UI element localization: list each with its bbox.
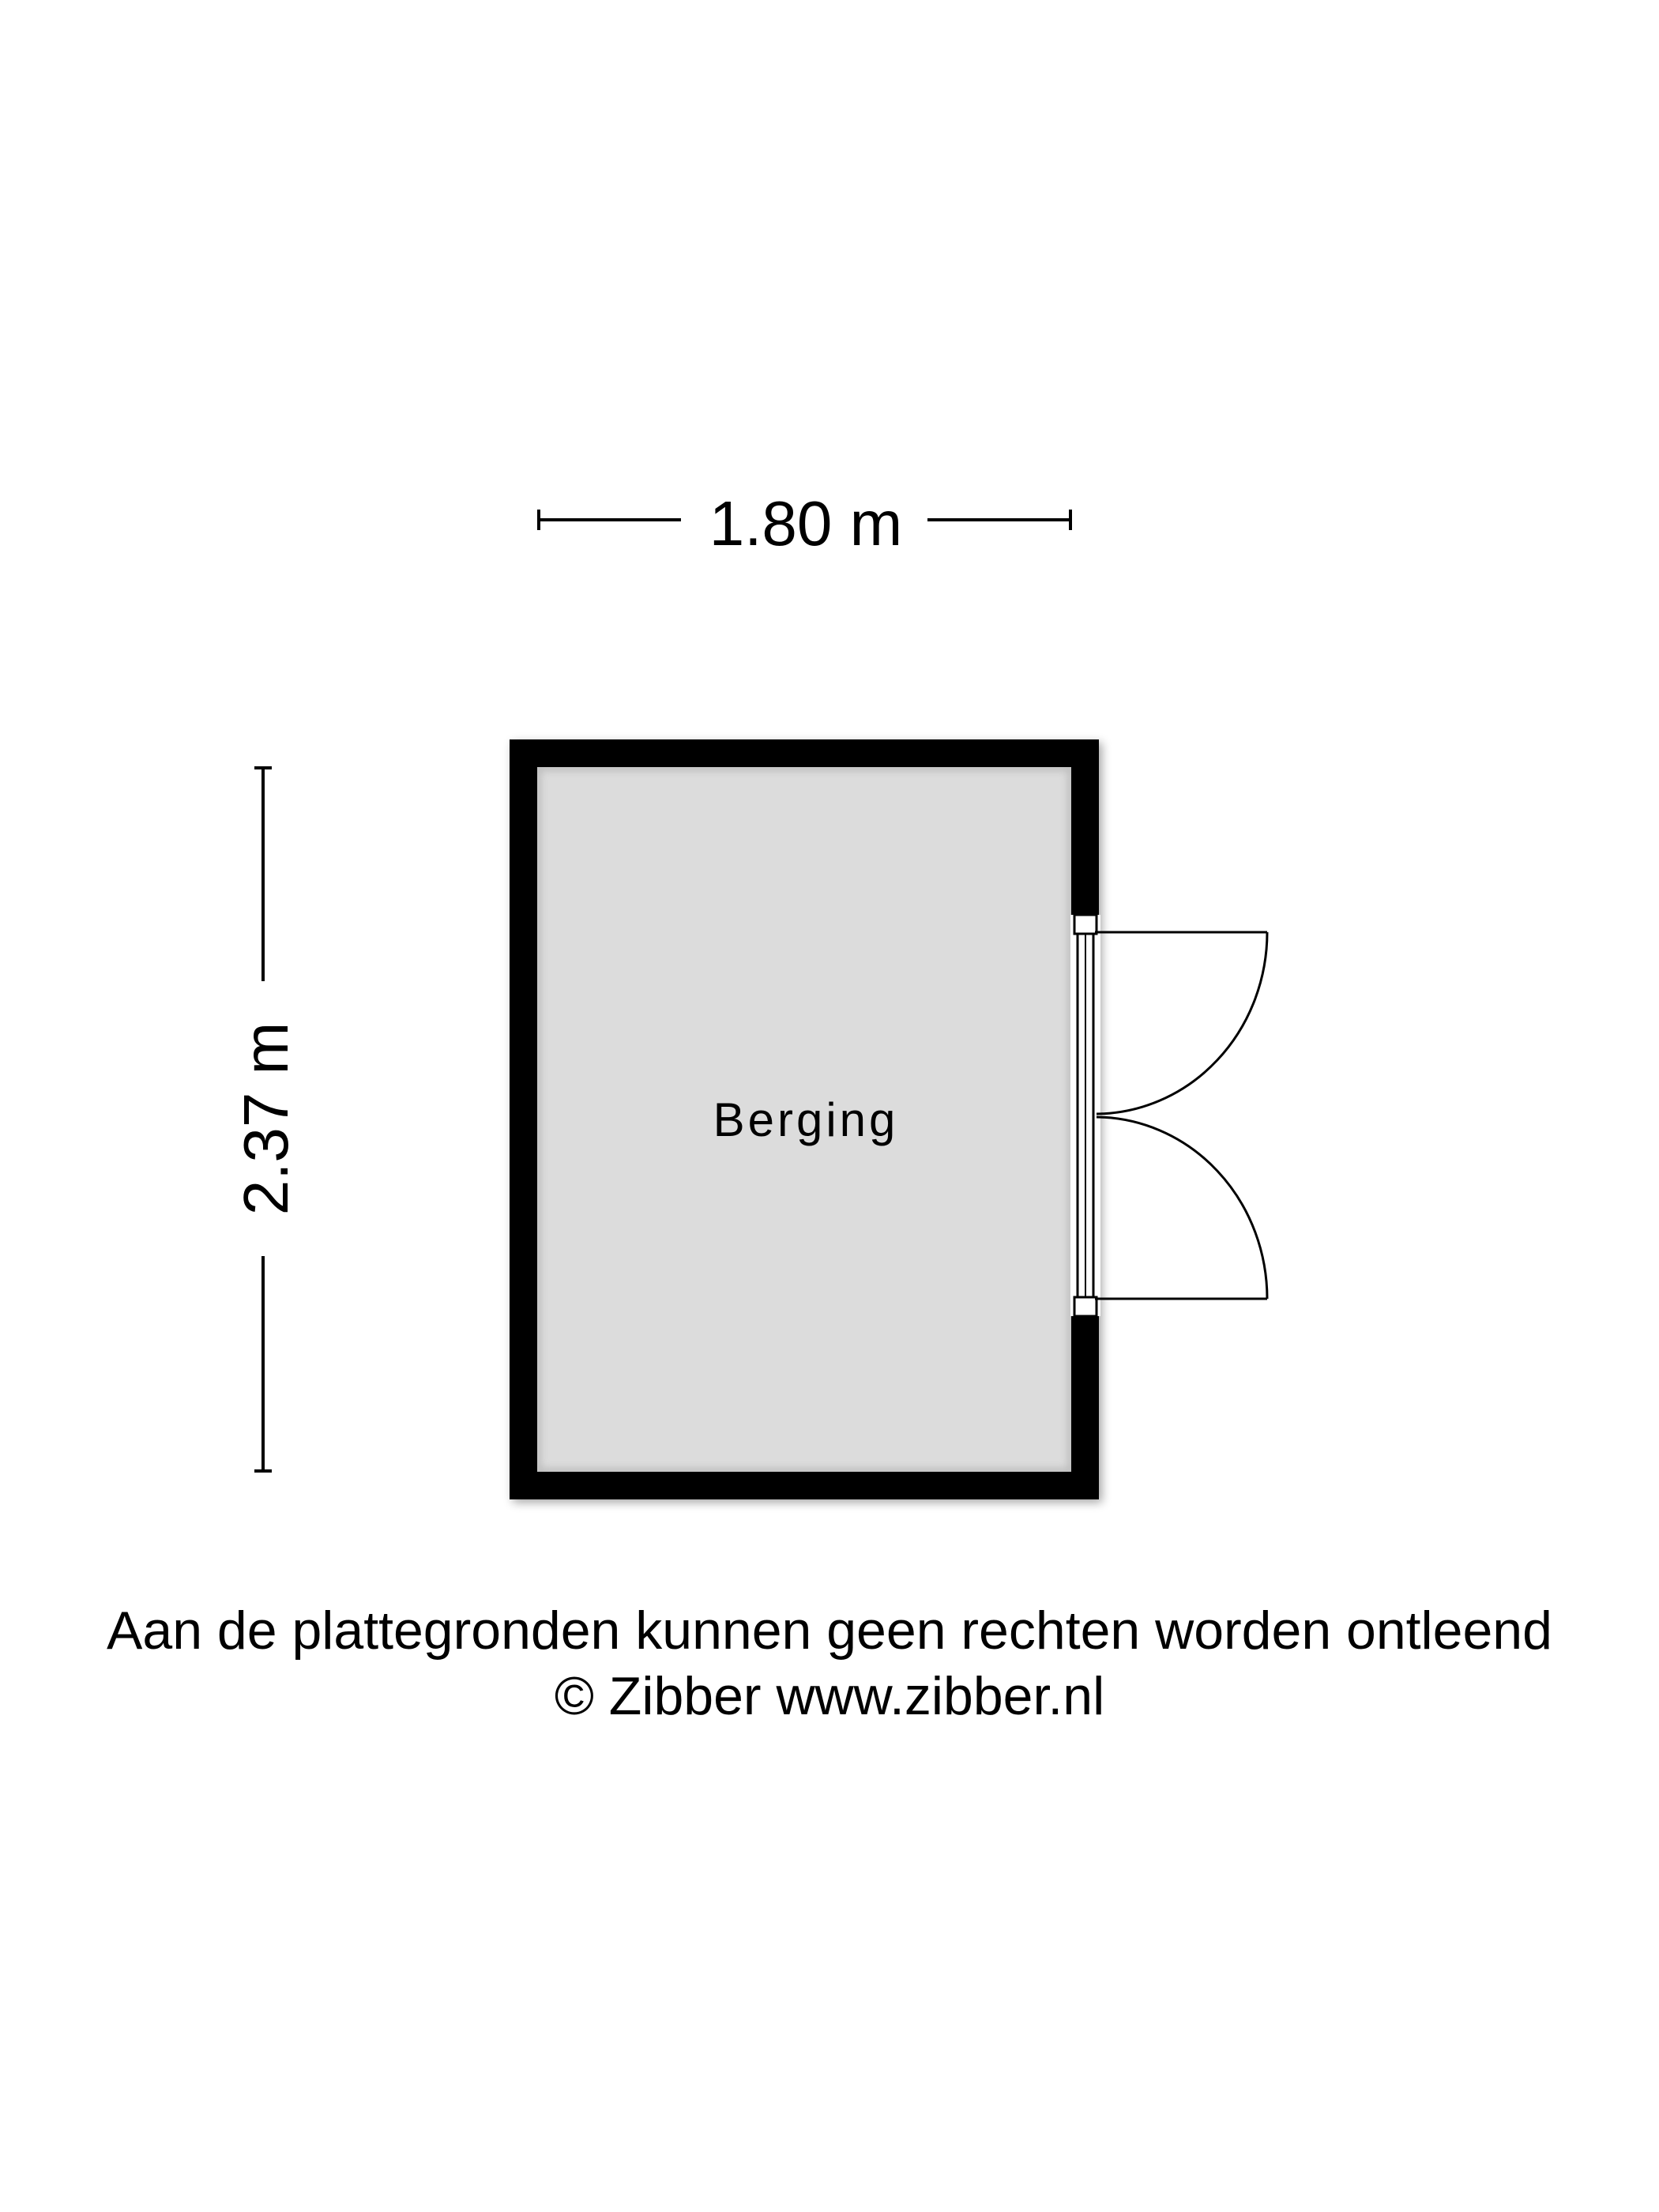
copyright-text: © Zibber www.zibber.nl <box>554 1666 1105 1726</box>
room-berging: Berging <box>510 739 1269 1499</box>
height-dimension-label: 2.37 m <box>231 1022 301 1216</box>
door-opening <box>1070 913 1100 1318</box>
door-jamb-bottom <box>1073 1296 1098 1318</box>
height-dimension: 2.37 m <box>231 766 301 1473</box>
door-swing-arc-lower <box>1096 1115 1269 1300</box>
disclaimer-text: Aan de plattegronden kunnen geen rechten… <box>107 1601 1552 1661</box>
room-floor <box>537 767 1071 1472</box>
room-label: Berging <box>713 1093 899 1146</box>
width-dimension: 1.80 m <box>537 488 1072 559</box>
door-jamb-top <box>1073 913 1098 935</box>
double-door <box>1095 931 1269 1300</box>
width-dimension-label: 1.80 m <box>709 488 903 559</box>
door-swing-arc-upper <box>1096 931 1269 1115</box>
